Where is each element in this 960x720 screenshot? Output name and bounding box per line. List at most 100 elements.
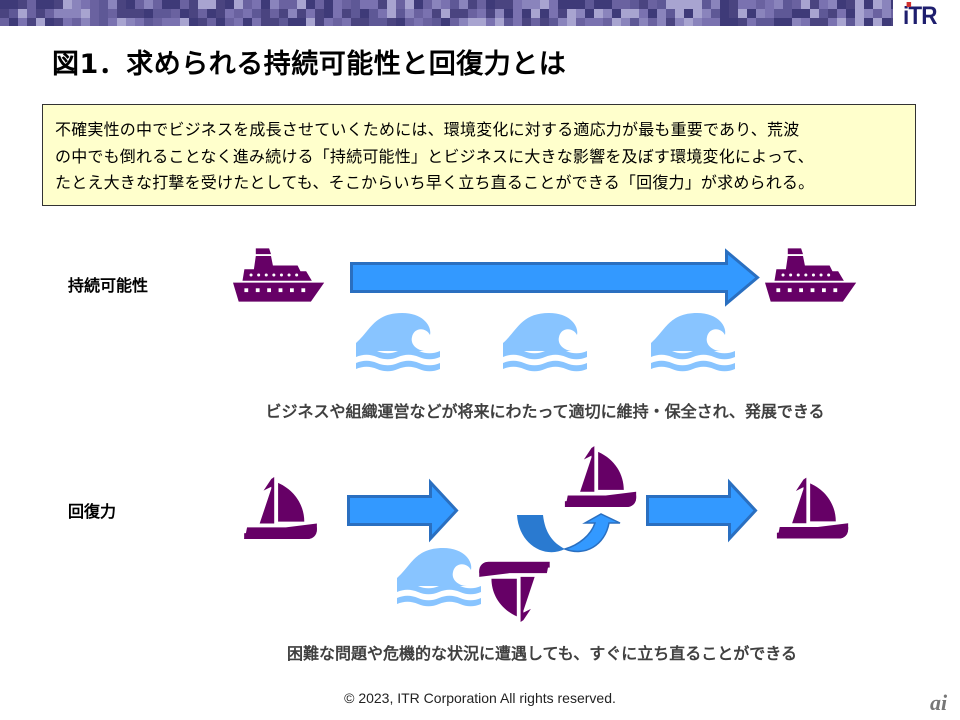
mosaic-tile xyxy=(882,9,891,18)
mosaic-tile xyxy=(630,9,639,18)
mosaic-tile xyxy=(486,0,495,9)
mosaic-tile xyxy=(747,18,756,26)
mosaic-tile xyxy=(441,0,450,9)
mosaic-tile xyxy=(378,0,387,9)
mosaic-tile xyxy=(549,0,558,9)
mosaic-tile xyxy=(198,18,207,26)
mosaic-tile xyxy=(135,9,144,18)
mosaic-tile xyxy=(603,9,612,18)
mosaic-tile xyxy=(612,0,621,9)
mosaic-tile xyxy=(450,18,459,26)
mosaic-tile xyxy=(180,18,189,26)
mosaic-tile xyxy=(324,18,333,26)
mosaic-tile xyxy=(162,9,171,18)
mosaic-tile xyxy=(531,18,540,26)
mosaic-tile xyxy=(810,0,819,9)
mosaic-tile xyxy=(9,0,18,9)
copyright-footer: © 2023, ITR Corporation All rights reser… xyxy=(344,690,616,706)
u-turn-arrow-icon xyxy=(517,513,621,553)
mosaic-tile xyxy=(63,9,72,18)
mosaic-tile xyxy=(369,0,378,9)
mosaic-tile xyxy=(720,18,729,26)
mosaic-tile xyxy=(90,9,99,18)
mosaic-tile xyxy=(621,0,630,9)
mosaic-tile xyxy=(360,18,369,26)
mosaic-tile xyxy=(585,18,594,26)
mosaic-tile xyxy=(396,0,405,9)
mosaic-tile xyxy=(99,9,108,18)
mosaic-tile xyxy=(666,18,675,26)
mosaic-tile xyxy=(504,9,513,18)
mosaic-tile xyxy=(243,0,252,9)
mosaic-tile xyxy=(72,0,81,9)
mosaic-tile xyxy=(864,0,873,9)
mosaic-tile xyxy=(693,18,702,26)
mosaic-tile xyxy=(792,0,801,9)
mosaic-tile xyxy=(675,0,684,9)
mosaic-tile xyxy=(855,18,864,26)
mosaic-tile xyxy=(513,0,522,9)
resilience-caption: 困難な問題や危機的な状況に遭遇しても、すぐに立ち直ることができる xyxy=(287,644,797,663)
wave-icon xyxy=(356,313,440,373)
mosaic-tile xyxy=(189,0,198,9)
mosaic-tile xyxy=(531,0,540,9)
mosaic-tile xyxy=(450,0,459,9)
mosaic-tile xyxy=(792,9,801,18)
mosaic-tile xyxy=(99,18,108,26)
mosaic-tile xyxy=(234,18,243,26)
mosaic-tile xyxy=(729,0,738,9)
mosaic-tile xyxy=(639,9,648,18)
mosaic-tile xyxy=(243,18,252,26)
mosaic-tile xyxy=(495,0,504,9)
mosaic-tile xyxy=(135,0,144,9)
mosaic-tile xyxy=(252,0,261,9)
mosaic-tile xyxy=(612,9,621,18)
mosaic-tile xyxy=(567,9,576,18)
mosaic-tile xyxy=(774,0,783,9)
mosaic-tile xyxy=(423,18,432,26)
mosaic-tile xyxy=(657,18,666,26)
mosaic-tile xyxy=(639,0,648,9)
mosaic-tile xyxy=(207,9,216,18)
mosaic-tile xyxy=(126,9,135,18)
mosaic-tile xyxy=(828,0,837,9)
mosaic-tile xyxy=(891,18,893,26)
mosaic-tile xyxy=(666,0,675,9)
mosaic-tile xyxy=(135,18,144,26)
mosaic-tile xyxy=(756,9,765,18)
wave-icon xyxy=(503,313,587,373)
mosaic-tile xyxy=(117,0,126,9)
summary-line: たとえ大きな打撃を受けたとしても、そこからいち早く立ち直ることができる「回復力」… xyxy=(55,173,815,192)
page-title: 図1．求められる持続可能性と回復力とは xyxy=(52,49,567,80)
mosaic-tile xyxy=(126,0,135,9)
mosaic-tile xyxy=(783,0,792,9)
mosaic-tile xyxy=(369,9,378,18)
mosaic-tile xyxy=(810,9,819,18)
mosaic-tile xyxy=(594,18,603,26)
summary-line: の中でも倒れることなく進み続ける「持続可能性」とビジネスに大きな影響を及ぼす環境… xyxy=(55,146,814,166)
mosaic-tile xyxy=(45,18,54,26)
mosaic-tile xyxy=(387,9,396,18)
mosaic-tile xyxy=(378,18,387,26)
mosaic-tile xyxy=(342,18,351,26)
mosaic-tile xyxy=(459,9,468,18)
mosaic-tile xyxy=(729,18,738,26)
right-arrow-icon xyxy=(350,248,760,307)
mosaic-tile xyxy=(891,0,893,9)
mosaic-tile xyxy=(288,0,297,9)
mosaic-tile xyxy=(0,18,9,26)
mosaic-tile xyxy=(432,9,441,18)
mosaic-tile xyxy=(567,0,576,9)
mosaic-tile xyxy=(540,9,549,18)
mosaic-tile xyxy=(36,9,45,18)
mosaic-tile xyxy=(567,18,576,26)
mosaic-tile xyxy=(468,0,477,9)
mosaic-tile xyxy=(0,0,9,9)
mosaic-tile xyxy=(81,0,90,9)
mosaic-tile xyxy=(684,0,693,9)
mosaic-tile xyxy=(603,18,612,26)
mosaic-tile xyxy=(810,18,819,26)
mosaic-tile xyxy=(684,18,693,26)
mosaic-tile xyxy=(27,18,36,26)
mosaic-tile xyxy=(270,18,279,26)
